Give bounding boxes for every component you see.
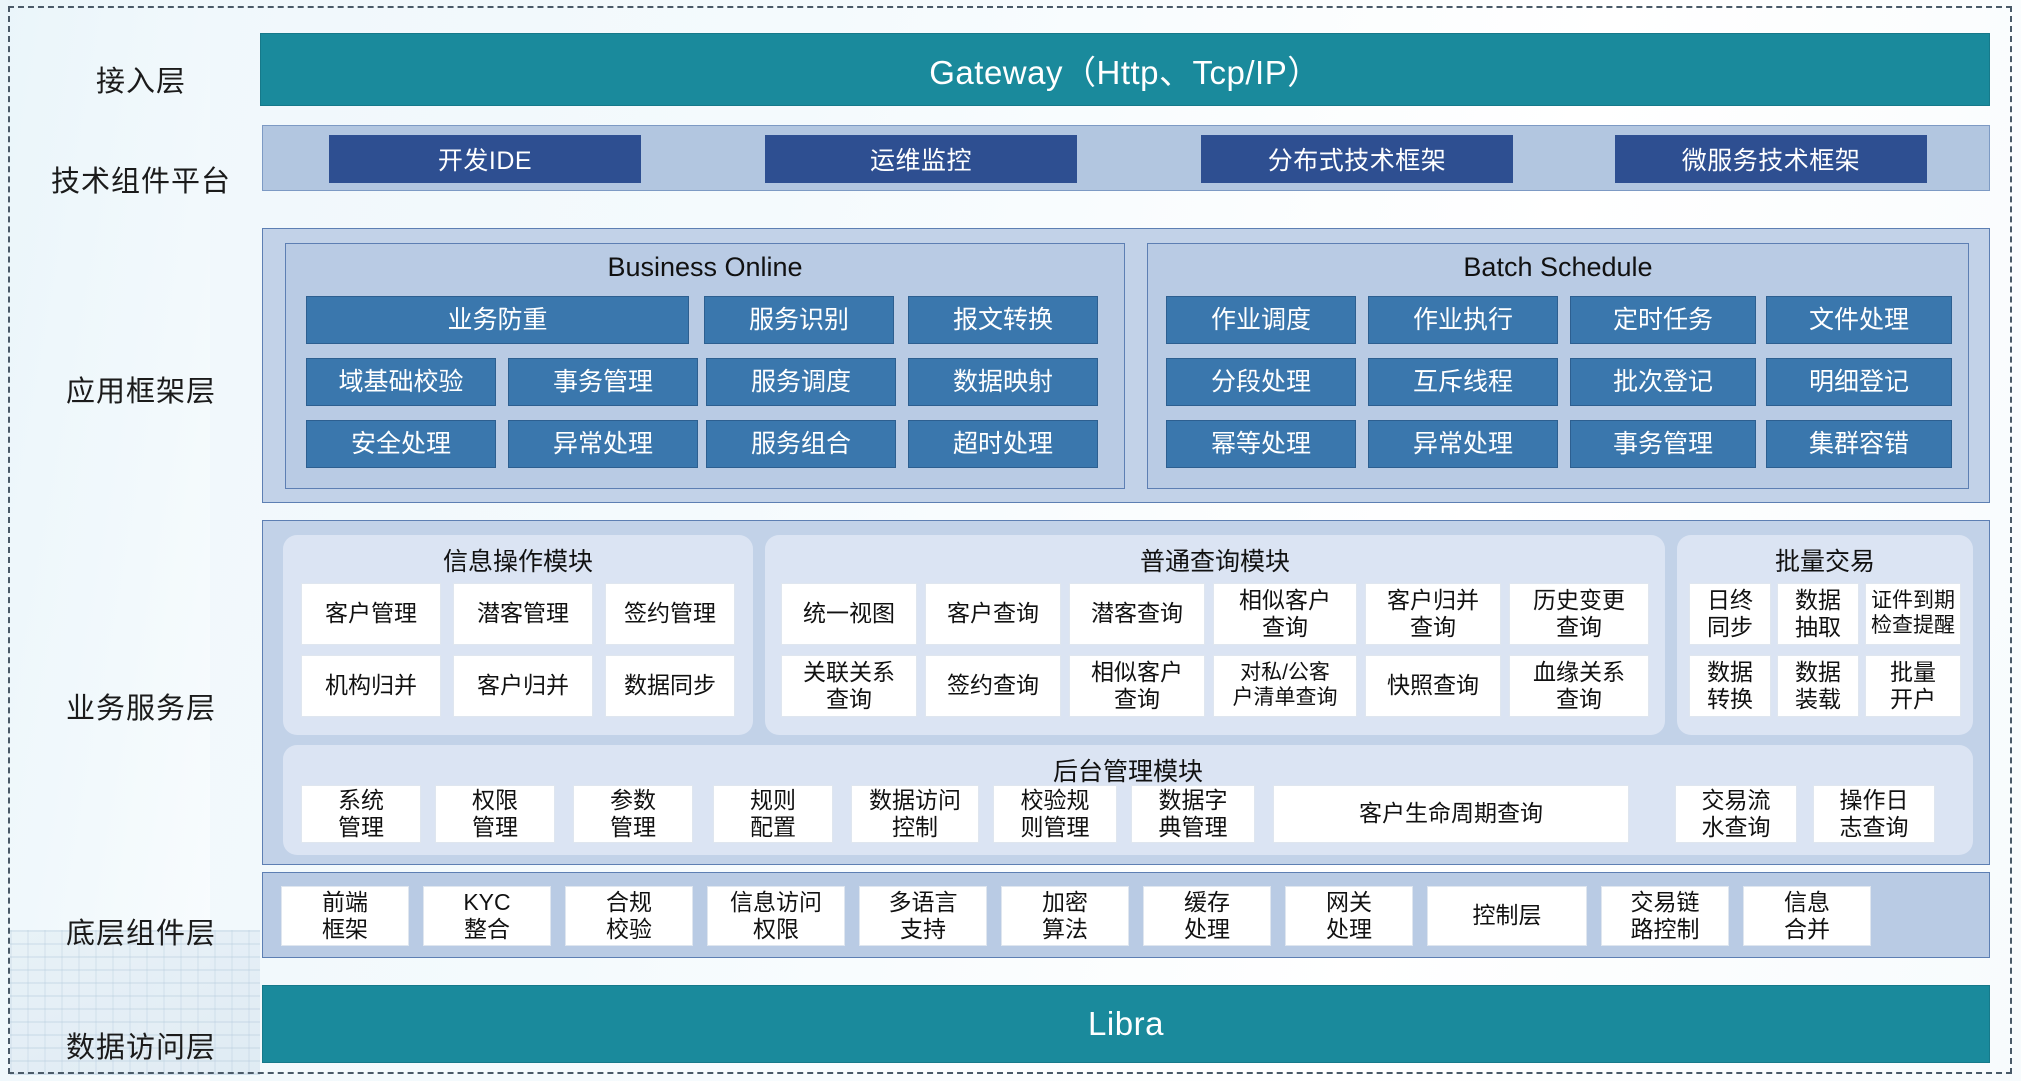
- svc-chip-io-r1-c2[interactable]: 数据同步: [605, 655, 735, 717]
- app-chip-bo-r1-c1[interactable]: 事务管理: [508, 358, 698, 406]
- svc-chip-bt-r1-c1[interactable]: 数据装载: [1777, 655, 1859, 717]
- layer-label-access: 接入层: [95, 66, 186, 98]
- svc-chip-cq-r1-c1[interactable]: 签约查询: [925, 655, 1061, 717]
- base-chip-0[interactable]: 前端框架: [281, 886, 409, 946]
- admin-chip-9[interactable]: 操作日志查询: [1813, 785, 1935, 843]
- layer-label-techplat: 技术组件平台: [50, 166, 231, 198]
- module-admin-management: 后台管理模块 系统管理 权限管理 参数管理 规则配置 数据访问控制 校验规则管理…: [283, 745, 1973, 855]
- svc-chip-bt-r1-c0[interactable]: 数据转换: [1689, 655, 1771, 717]
- app-chip-bo-r0-c0[interactable]: 业务防重: [306, 296, 689, 344]
- app-chip-bo-r2-c0[interactable]: 安全处理: [306, 420, 496, 468]
- admin-chip-5[interactable]: 校验规则管理: [993, 785, 1117, 843]
- group-title-batch-schedule: Batch Schedule: [1463, 252, 1653, 282]
- svc-chip-io-r0-c1[interactable]: 潜客管理: [453, 583, 593, 645]
- app-chip-bs-r2-c2[interactable]: 事务管理: [1570, 420, 1756, 468]
- svc-chip-cq-r1-c0[interactable]: 关联关系查询: [781, 655, 917, 717]
- app-framework-band: Business Online 业务防重 服务识别 报文转换 域基础校验 事务管…: [262, 228, 1990, 503]
- base-chip-2[interactable]: 合规校验: [565, 886, 693, 946]
- svc-chip-cq-r1-c2[interactable]: 相似客户查询: [1069, 655, 1205, 717]
- app-chip-bs-r2-c3[interactable]: 集群容错: [1766, 420, 1952, 468]
- admin-chip-6[interactable]: 数据字典管理: [1131, 785, 1255, 843]
- svc-chip-cq-r1-c5[interactable]: 血缘关系查询: [1509, 655, 1649, 717]
- svc-chip-io-r0-c2[interactable]: 签约管理: [605, 583, 735, 645]
- group-batch-schedule: Batch Schedule 作业调度 作业执行 定时任务 文件处理 分段处理 …: [1147, 243, 1969, 489]
- app-chip-bs-r1-c0[interactable]: 分段处理: [1166, 358, 1356, 406]
- svc-chip-io-r0-c0[interactable]: 客户管理: [301, 583, 441, 645]
- libra-bar[interactable]: Libra: [262, 985, 1990, 1063]
- base-chip-5[interactable]: 加密算法: [1001, 886, 1129, 946]
- app-chip-bo-r1-c3[interactable]: 数据映射: [908, 358, 1098, 406]
- app-chip-bs-r1-c1[interactable]: 互斥线程: [1368, 358, 1558, 406]
- admin-chip-3[interactable]: 规则配置: [713, 785, 833, 843]
- svc-chip-io-r1-c1[interactable]: 客户归并: [453, 655, 593, 717]
- module-title-admin-management: 后台管理模块: [1052, 758, 1203, 786]
- module-title-info-operation: 信息操作模块: [442, 548, 593, 576]
- svc-chip-bt-r1-c2[interactable]: 批量开户: [1865, 655, 1961, 717]
- svc-chip-cq-r0-c4[interactable]: 客户归并查询: [1365, 583, 1501, 645]
- module-batch-transaction: 批量交易 日终同步 数据抽取 证件到期检查提醒 数据转换 数据装载 批量开户: [1677, 535, 1973, 735]
- module-title-batch-transaction: 批量交易: [1774, 548, 1875, 576]
- tech-chip-0[interactable]: 开发IDE: [329, 135, 641, 183]
- svc-chip-cq-r0-c5[interactable]: 历史变更查询: [1509, 583, 1649, 645]
- module-info-operation: 信息操作模块 客户管理 潜客管理 签约管理 机构归并 客户归并 数据同步: [283, 535, 753, 735]
- base-chip-8[interactable]: 控制层: [1427, 886, 1587, 946]
- tech-chip-3[interactable]: 微服务技术框架: [1615, 135, 1927, 183]
- admin-chip-4[interactable]: 数据访问控制: [851, 785, 979, 843]
- admin-chip-0[interactable]: 系统管理: [301, 785, 421, 843]
- svc-chip-cq-r1-c3[interactable]: 对私/公客户清单查询: [1213, 655, 1357, 717]
- app-chip-bo-r2-c1[interactable]: 异常处理: [508, 420, 698, 468]
- svc-chip-bt-r0-c1[interactable]: 数据抽取: [1777, 583, 1859, 645]
- svc-chip-cq-r0-c1[interactable]: 客户查询: [925, 583, 1061, 645]
- app-chip-bs-r2-c0[interactable]: 幂等处理: [1166, 420, 1356, 468]
- app-chip-bo-r1-c0[interactable]: 域基础校验: [306, 358, 496, 406]
- layer-label-basecomp: 底层组件层: [65, 918, 216, 950]
- app-chip-bs-r0-c1[interactable]: 作业执行: [1368, 296, 1558, 344]
- gateway-bar[interactable]: Gateway（Http、Tcp/IP）: [260, 33, 1990, 106]
- module-common-query: 普通查询模块 统一视图 客户查询 潜客查询 相似客户查询 客户归并查询 历史变更…: [765, 535, 1665, 735]
- business-service-band: 信息操作模块 客户管理 潜客管理 签约管理 机构归并 客户归并 数据同步 普通查…: [262, 520, 1990, 865]
- base-chip-6[interactable]: 缓存处理: [1143, 886, 1271, 946]
- app-chip-bo-r1-c2[interactable]: 服务调度: [706, 358, 896, 406]
- svc-chip-cq-r0-c0[interactable]: 统一视图: [781, 583, 917, 645]
- group-business-online: Business Online 业务防重 服务识别 报文转换 域基础校验 事务管…: [285, 243, 1125, 489]
- svc-chip-cq-r0-c3[interactable]: 相似客户查询: [1213, 583, 1357, 645]
- svc-chip-cq-r0-c2[interactable]: 潜客查询: [1069, 583, 1205, 645]
- app-chip-bs-r0-c3[interactable]: 文件处理: [1766, 296, 1952, 344]
- admin-chip-7[interactable]: 客户生命周期查询: [1273, 785, 1629, 843]
- app-chip-bs-r1-c3[interactable]: 明细登记: [1766, 358, 1952, 406]
- tech-platform-band: 开发IDE 运维监控 分布式技术框架 微服务技术框架: [262, 125, 1990, 191]
- svc-chip-bt-r0-c0[interactable]: 日终同步: [1689, 583, 1771, 645]
- admin-chip-8[interactable]: 交易流水查询: [1675, 785, 1797, 843]
- tech-chip-2[interactable]: 分布式技术框架: [1201, 135, 1513, 183]
- base-chip-9[interactable]: 交易链路控制: [1601, 886, 1729, 946]
- app-chip-bs-r1-c2[interactable]: 批次登记: [1570, 358, 1756, 406]
- tech-chip-1[interactable]: 运维监控: [765, 135, 1077, 183]
- app-chip-bo-r0-c2[interactable]: 报文转换: [908, 296, 1098, 344]
- layer-label-dataaccess: 数据访问层: [65, 1032, 216, 1064]
- app-chip-bo-r0-c1[interactable]: 服务识别: [704, 296, 894, 344]
- base-chip-3[interactable]: 信息访问权限: [707, 886, 845, 946]
- app-chip-bo-r2-c3[interactable]: 超时处理: [908, 420, 1098, 468]
- base-chip-7[interactable]: 网关处理: [1285, 886, 1413, 946]
- app-chip-bo-r2-c2[interactable]: 服务组合: [706, 420, 896, 468]
- svc-chip-io-r1-c0[interactable]: 机构归并: [301, 655, 441, 717]
- admin-chip-1[interactable]: 权限管理: [435, 785, 555, 843]
- background-texture: [10, 930, 260, 1075]
- background-left-gradient: [0, 0, 210, 1081]
- app-chip-bs-r0-c0[interactable]: 作业调度: [1166, 296, 1356, 344]
- base-chip-4[interactable]: 多语言支持: [859, 886, 987, 946]
- layer-label-appframe: 应用框架层: [65, 376, 216, 408]
- group-title-business-online: Business Online: [607, 252, 803, 282]
- layer-label-bizsvc: 业务服务层: [65, 693, 216, 725]
- base-chip-10[interactable]: 信息合并: [1743, 886, 1871, 946]
- svc-chip-bt-r0-c2[interactable]: 证件到期检查提醒: [1865, 583, 1961, 645]
- svc-chip-cq-r1-c4[interactable]: 快照查询: [1365, 655, 1501, 717]
- app-chip-bs-r0-c2[interactable]: 定时任务: [1570, 296, 1756, 344]
- admin-chip-2[interactable]: 参数管理: [573, 785, 693, 843]
- app-chip-bs-r2-c1[interactable]: 异常处理: [1368, 420, 1558, 468]
- module-title-common-query: 普通查询模块: [1139, 548, 1290, 576]
